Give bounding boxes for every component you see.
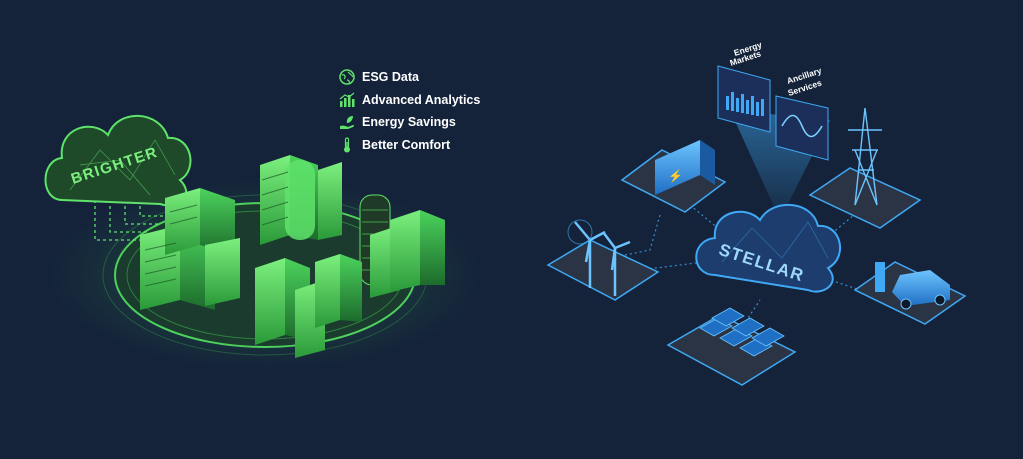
- stellar-scene: Energy Markets Ancillary Services STELLA…: [546, 39, 967, 386]
- feature-label: ESG Data: [362, 70, 419, 84]
- feature-label: Better Comfort: [362, 138, 451, 152]
- building-cluster-top: [260, 155, 342, 245]
- tile-battery: ⚡: [620, 140, 727, 213]
- tile-transmission-tower: [808, 107, 922, 229]
- tile-electric-vehicle: [853, 261, 967, 325]
- sine-wave-icon: [781, 114, 823, 138]
- bar-chart-icon: [339, 92, 355, 107]
- solar-panel-icon: [699, 307, 785, 357]
- feature-label: Advanced Analytics: [362, 93, 481, 107]
- tile-solar-panels: [666, 307, 797, 386]
- building-cluster-bottom: [255, 254, 362, 358]
- tile-wind-turbines: [546, 219, 660, 301]
- charging-station-icon: [875, 262, 885, 292]
- panel-ancillary-services: Ancillary Services: [775, 65, 829, 161]
- panel-energy-markets: Energy Markets: [717, 39, 771, 133]
- building-cluster-left: [140, 188, 240, 310]
- feature-esg-data: ESG Data: [338, 67, 419, 87]
- stellar-cloud: STELLAR: [695, 204, 841, 293]
- energy-markets-bars: [726, 92, 764, 116]
- building-cluster-right: [359, 194, 445, 298]
- brighter-scene: BRIGHTER: [44, 114, 480, 370]
- lightning-icon: ⚡: [668, 169, 683, 183]
- wind-turbine-icon: [574, 221, 631, 296]
- tower-icon: [848, 107, 882, 206]
- thermometer-icon: [344, 137, 350, 153]
- feature-better-comfort: Better Comfort: [338, 135, 450, 155]
- globe-icon: [339, 69, 355, 85]
- brighter-connectors: [94, 200, 170, 241]
- feature-advanced-analytics: Advanced Analytics: [338, 90, 480, 110]
- brighter-cloud: BRIGHTER: [44, 114, 192, 207]
- feature-label: Energy Savings: [362, 115, 456, 129]
- hand-leaf-icon: [340, 116, 354, 129]
- feature-energy-savings: Energy Savings: [338, 112, 456, 132]
